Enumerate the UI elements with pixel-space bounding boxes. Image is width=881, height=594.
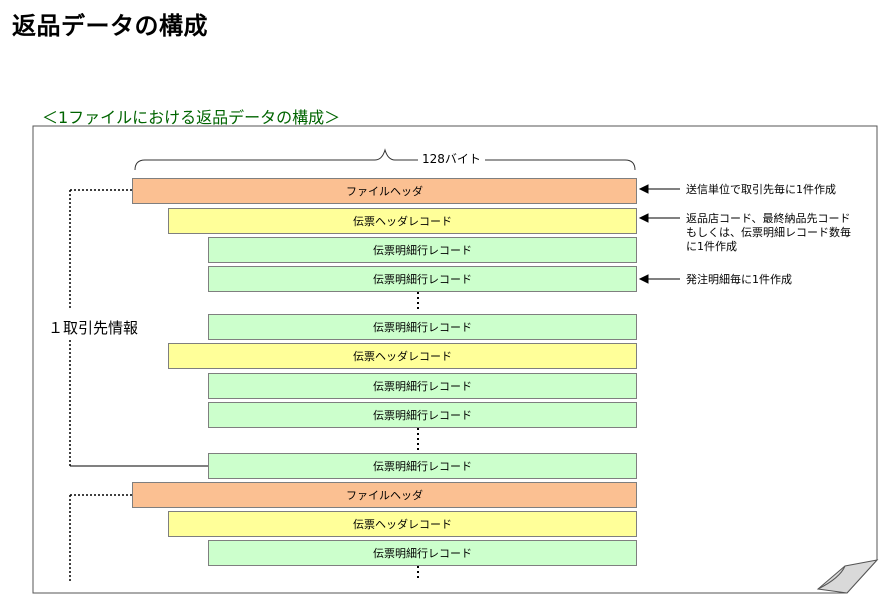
note-slip-header-line1: 返品店コード、最終納品先コード xyxy=(686,212,851,225)
partner-bracket-2 xyxy=(69,494,132,582)
record-file-header: ファイルヘッダ xyxy=(132,482,637,508)
note-slip-header-line2: もしくは、伝票明細レコード数毎 xyxy=(686,226,851,239)
note-arrows xyxy=(638,184,680,284)
record-slip-header: 伝票ヘッダレコード xyxy=(168,343,637,369)
record-detail: 伝票明細行レコード xyxy=(208,266,637,292)
width-brace xyxy=(134,148,636,171)
record-detail: 伝票明細行レコード xyxy=(208,373,637,399)
record-slip-header: 伝票ヘッダレコード xyxy=(168,511,637,537)
page-title: 返品データの構成 xyxy=(12,12,208,40)
section-heading: ＜1ファイルにおける返品データの構成＞ xyxy=(42,108,341,127)
note-detail: 発注明細毎に1件作成 xyxy=(686,273,792,286)
note-slip-header-line3: に1件作成 xyxy=(686,240,737,253)
record-slip-header: 伝票ヘッダレコード xyxy=(168,208,637,234)
record-detail: 伝票明細行レコード xyxy=(208,237,637,263)
partner-info-label: １取引先情報 xyxy=(48,319,139,337)
record-file-header: ファイルヘッダ xyxy=(132,178,637,204)
note-file-header: 送信単位で取引先毎に1件作成 xyxy=(686,183,836,196)
record-detail: 伝票明細行レコード xyxy=(208,402,637,428)
record-length-label: 128バイト xyxy=(418,150,485,167)
record-detail: 伝票明細行レコード xyxy=(208,540,637,566)
record-detail: 伝票明細行レコード xyxy=(208,453,637,479)
partner-bracket-1 xyxy=(69,189,132,466)
record-detail: 伝票明細行レコード xyxy=(208,314,637,340)
